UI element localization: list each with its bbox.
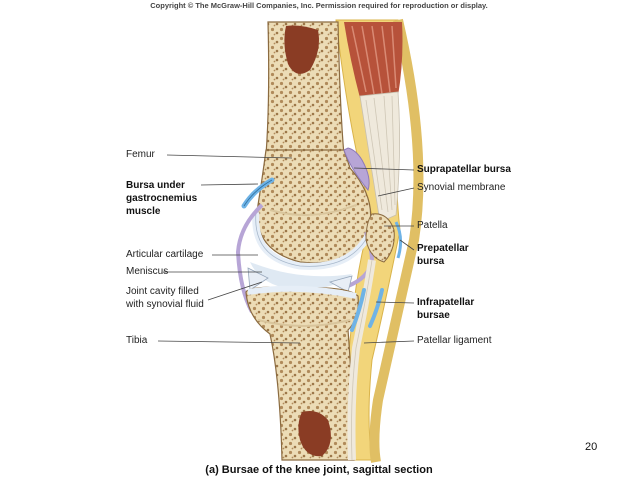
quadriceps-muscle [344, 22, 403, 101]
skin-outline [369, 18, 424, 463]
label-prepatellar-1: Prepatellar [417, 243, 469, 254]
prepatellar-bursa-shape [394, 221, 403, 259]
quadriceps-muscle-lines [351, 25, 397, 95]
leader-lines [157, 154, 415, 344]
label-articular-cartilage: Articular cartilage [126, 249, 204, 260]
infrapatellar-bursa-2 [368, 288, 384, 328]
epiphyseal-line-tibia [257, 319, 351, 327]
label-tibia: Tibia [126, 335, 148, 346]
label-infrapatellar-1: Infrapatellar [417, 297, 475, 308]
label-bursa-under-gastrocnemius-2: gastrocnemius [126, 193, 198, 204]
label-bursa-under-gastrocnemius-1: Bursa under [126, 180, 185, 191]
label-meniscus: Meniscus [126, 266, 169, 277]
label-suprapatellar-bursa: Suprapatellar bursa [417, 164, 511, 175]
label-prepatellar-2: bursa [417, 256, 445, 267]
label-femur: Femur [126, 149, 155, 160]
copyright-notice: Copyright © The McGraw-Hill Companies, I… [150, 1, 488, 10]
infrapatellar-bursa-1 [350, 288, 366, 332]
synovial-membrane-posterior [235, 203, 264, 313]
label-bursa-under-gastrocnemius-3: muscle [126, 206, 161, 217]
figure-caption: (a) Bursae of the knee joint, sagittal s… [205, 464, 433, 476]
label-joint-cavity-1: Joint cavity filled [126, 286, 199, 297]
label-joint-cavity-2: with synovial fluid [126, 299, 204, 310]
femur-condyle [256, 149, 372, 264]
label-patellar-ligament: Patellar ligament [417, 335, 492, 346]
tibia-articular-cartilage [247, 285, 357, 299]
femur-marrow [284, 25, 319, 74]
tendon-fibers [365, 95, 396, 213]
tibia-marrow [298, 411, 331, 457]
suprapatellar-bursa-shape [343, 147, 370, 192]
epiphyseal-line-femur [269, 204, 357, 216]
joint-cavity [250, 262, 352, 290]
page-number: 20 [585, 441, 598, 453]
label-patella: Patella [417, 220, 448, 231]
meniscus-shape [247, 267, 269, 291]
label-synovial-membrane: Synovial membrane [417, 182, 506, 193]
label-infrapatellar-2: bursae [417, 310, 450, 321]
